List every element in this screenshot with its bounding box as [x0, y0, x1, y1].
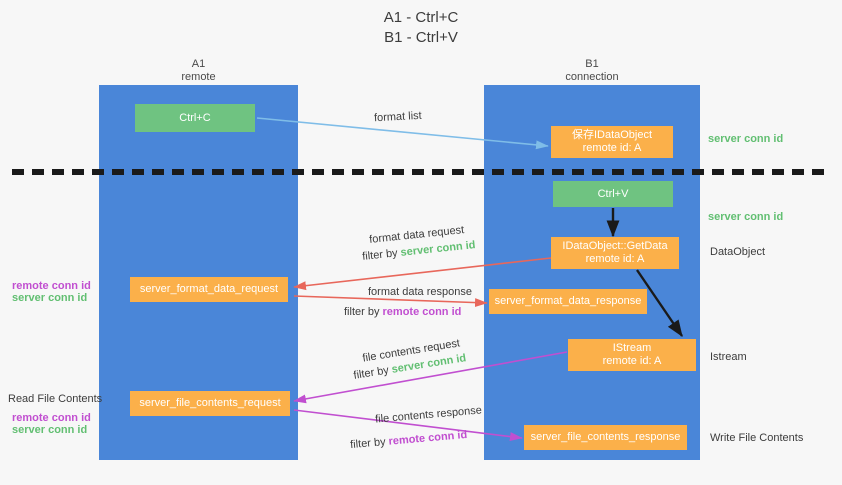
title-line-1: A1 - Ctrl+C — [383, 9, 459, 26]
annotation-remote-conn-id-lower-text: remote conn id — [12, 412, 91, 424]
annotation-read-file-contents: Read File Contents — [8, 392, 102, 406]
annotation-server-conn-id-top: server conn id — [708, 132, 783, 146]
box-idataobject-getdata-title: IDataObject::GetData — [562, 240, 668, 252]
annotation-dataobject: DataObject — [710, 245, 765, 259]
annotation-server-conn-id-upper-text: server conn id — [12, 292, 88, 304]
box-server-format-data-request-label: server_format_data_request — [139, 283, 279, 295]
box-save-idataobject-title: 保存IDataObject — [571, 129, 653, 141]
column-header-a1-sub: remote — [181, 71, 216, 83]
annotation-write-file-contents-text: Write File Contents — [710, 432, 804, 444]
annotation-server-conn-id-mid: server conn id — [708, 210, 783, 224]
annotation-server-conn-id-lower-text: server conn id — [12, 424, 88, 436]
annotation-remote-conn-id-upper: remote conn id — [12, 279, 91, 293]
annotation-remote-conn-id-upper-text: remote conn id — [12, 280, 91, 292]
column-header-b1: B1 connection — [484, 58, 700, 84]
annotation-write-file-contents: Write File Contents — [710, 431, 803, 445]
box-idataobject-getdata-subtitle: remote id: A — [585, 253, 645, 265]
box-server-file-contents-response-label: server_file_contents_response — [530, 431, 681, 443]
box-istream-subtitle: remote id: A — [602, 355, 662, 367]
box-server-file-contents-request-label: server_file_contents_request — [139, 397, 281, 409]
phase-divider-dashed-line — [12, 169, 830, 175]
filter-prefix: filter by — [349, 435, 390, 452]
edge-label-format-list: format list — [374, 109, 422, 125]
box-server-format-data-request[interactable]: server_format_data_request — [130, 277, 288, 302]
edge-label-format-data-response: format data response — [368, 285, 472, 299]
edge-label-file-contents-response: file contents response — [375, 403, 483, 426]
filter-prefix: filter by — [344, 306, 383, 318]
annotation-server-conn-id-mid-text: server conn id — [708, 211, 784, 223]
column-header-a1: A1 remote — [99, 58, 298, 84]
box-save-idataobject[interactable]: 保存IDataObject remote id: A — [551, 126, 673, 158]
column-header-b1-name: B1 — [585, 58, 599, 70]
edge-label-format-data-response-text: format data response — [368, 286, 472, 298]
annotation-istream: Istream — [710, 350, 747, 364]
box-ctrl-c[interactable]: Ctrl+C — [135, 104, 255, 132]
edge-label-file-contents-response-filter: filter by remote conn id — [350, 428, 468, 452]
annotation-istream-text: Istream — [710, 351, 747, 363]
box-ctrl-v-label: Ctrl+V — [597, 187, 629, 200]
edge-label-format-data-response-filter: filter by remote conn id — [344, 305, 461, 319]
title-line-2: B1 - Ctrl+V — [384, 29, 458, 46]
annotation-remote-conn-id-lower: remote conn id — [12, 411, 91, 425]
box-server-file-contents-request[interactable]: server_file_contents_request — [130, 391, 290, 416]
box-idataobject-getdata[interactable]: IDataObject::GetData remote id: A — [551, 237, 679, 269]
filter-prefix: filter by — [361, 246, 402, 263]
annotation-dataobject-text: DataObject — [710, 246, 766, 258]
box-server-format-data-response-label: server_format_data_response — [494, 295, 642, 307]
diagram-title: A1 - Ctrl+C B1 - Ctrl+V — [0, 8, 842, 48]
annotation-read-file-contents-text: Read File Contents — [8, 393, 103, 405]
box-ctrl-v[interactable]: Ctrl+V — [553, 181, 673, 207]
column-header-a1-name: A1 — [191, 58, 206, 70]
edge-label-format-list-text: format list — [373, 109, 422, 125]
annotation-server-conn-id-top-text: server conn id — [708, 133, 784, 145]
box-istream[interactable]: IStream remote id: A — [568, 339, 696, 371]
filter-value-remote-conn-id: remote conn id — [382, 306, 462, 318]
filter-value-remote-conn-id: remote conn id — [388, 428, 468, 448]
annotation-server-conn-id-upper: server conn id — [12, 291, 87, 305]
column-header-b1-sub: connection — [565, 71, 619, 83]
box-ctrl-c-label: Ctrl+C — [179, 111, 211, 124]
annotation-server-conn-id-lower: server conn id — [12, 423, 87, 437]
filter-prefix: filter by — [352, 363, 393, 382]
box-server-format-data-response[interactable]: server_format_data_response — [489, 289, 647, 314]
box-server-file-contents-response[interactable]: server_file_contents_response — [524, 425, 687, 450]
box-istream-title: IStream — [612, 342, 652, 354]
edge-label-file-contents-response-text: file contents response — [374, 404, 483, 426]
box-save-idataobject-subtitle: remote id: A — [582, 142, 642, 154]
